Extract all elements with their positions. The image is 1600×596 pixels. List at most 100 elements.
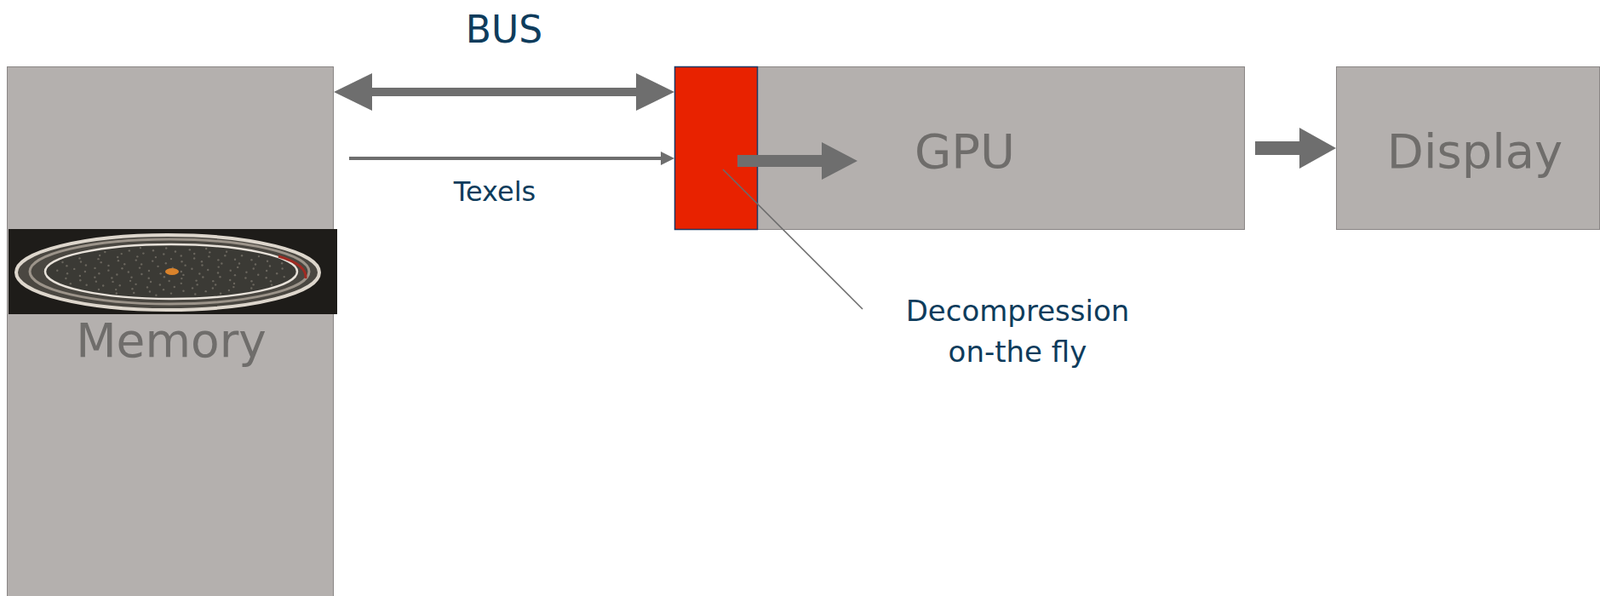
disc-grain [218, 275, 221, 278]
disc-grain [159, 283, 161, 286]
texture-ground [8, 229, 338, 315]
disc-grain [134, 283, 137, 286]
disc-grain [61, 261, 64, 264]
disc-grain [66, 272, 69, 275]
disc-grain [180, 270, 183, 273]
disc-grain [129, 280, 132, 282]
disc-grain [93, 276, 96, 279]
disc-grain [244, 276, 247, 279]
disc-grain [131, 287, 133, 290]
disc-grain [250, 280, 253, 282]
internal-arrow-shaft [737, 154, 823, 167]
disc-grain [97, 258, 99, 260]
texture-image [7, 67, 340, 323]
disc-grain [136, 255, 138, 258]
disc-grain [194, 292, 196, 295]
disc-grain [236, 266, 239, 269]
disc-grain [270, 283, 273, 286]
disc-grain [190, 268, 193, 270]
disc-grain [257, 274, 259, 276]
disc-grain [148, 269, 150, 272]
disc-grain [78, 257, 81, 259]
disc-grain [79, 275, 81, 277]
disc-grain [79, 279, 81, 282]
disc-grain [212, 280, 214, 282]
disc-grain [120, 267, 123, 270]
disc-grain [193, 252, 195, 255]
disc-grain [198, 272, 201, 275]
disc-grain [56, 269, 58, 272]
disc-grain [84, 270, 87, 273]
disc-grain [196, 283, 199, 286]
disc-grain [146, 286, 149, 288]
output-arrow [1255, 127, 1337, 169]
disc-grain [154, 294, 157, 297]
disc-grain [173, 286, 176, 288]
disc-grain [93, 267, 96, 270]
disc-grain [85, 284, 87, 287]
disc-grain [269, 280, 272, 282]
disc-grain [163, 275, 166, 278]
disc-grain [117, 259, 120, 262]
disc-grain [65, 264, 68, 267]
disc-grain [123, 263, 126, 265]
disc-grain [116, 256, 119, 259]
disc-grain [152, 249, 155, 252]
disc-grain [140, 273, 143, 276]
arrow-head [1299, 127, 1337, 169]
arrow-shaft [349, 156, 662, 161]
disc-grain [167, 280, 170, 282]
disc-grain [238, 262, 241, 264]
edge-label-holder: BUS [465, 7, 543, 52]
disc-grain [193, 257, 195, 259]
disc-grain [128, 249, 131, 252]
disc-grain [206, 269, 209, 271]
edge-label: BUS [465, 7, 543, 52]
disc-grain [107, 264, 109, 267]
arrow-head [636, 73, 675, 111]
disc-grain [115, 273, 118, 276]
disc-grain [132, 292, 135, 294]
disc-grain [127, 270, 130, 273]
disc-grain [217, 271, 219, 274]
disc-grain [250, 286, 253, 289]
disc-grain [240, 254, 243, 257]
disc-grain [232, 286, 235, 288]
gpu-box: GPU [674, 66, 1245, 230]
disc-grain [194, 279, 197, 282]
disc-grain [265, 269, 268, 272]
disc-grain [115, 292, 118, 294]
disc-grain [151, 259, 154, 262]
disc-grain [266, 260, 269, 263]
disc-grain [165, 246, 167, 249]
disc-grain [159, 272, 161, 275]
disc-grain [174, 250, 177, 253]
disc-grain [200, 260, 203, 263]
disc-grain [85, 263, 87, 266]
disc-grain [275, 272, 278, 275]
disc-grain [142, 252, 144, 254]
disc-grain [149, 281, 152, 283]
disc-grain [217, 258, 219, 261]
disc-grain [269, 264, 271, 267]
disc-grain [258, 255, 260, 258]
disc-grain [254, 263, 257, 265]
disc-grain [229, 279, 231, 282]
disc-grain [100, 261, 103, 264]
disc-grain [97, 272, 100, 275]
decompressor-block [675, 67, 758, 230]
disc-center [165, 268, 179, 276]
memory-box: Memory [6, 66, 334, 596]
disc-grain [107, 269, 109, 271]
disc-grain [135, 258, 138, 261]
disc-grain [140, 263, 143, 265]
disc-grain [114, 288, 117, 291]
disc-red-mark [278, 256, 306, 279]
texels-arrow [349, 151, 675, 166]
disc-grain [191, 286, 194, 289]
disc-grain [281, 262, 283, 264]
disc-grain [252, 283, 254, 286]
disc-grain [98, 254, 101, 257]
disc-grain [225, 250, 228, 253]
disc-grain [110, 276, 113, 279]
